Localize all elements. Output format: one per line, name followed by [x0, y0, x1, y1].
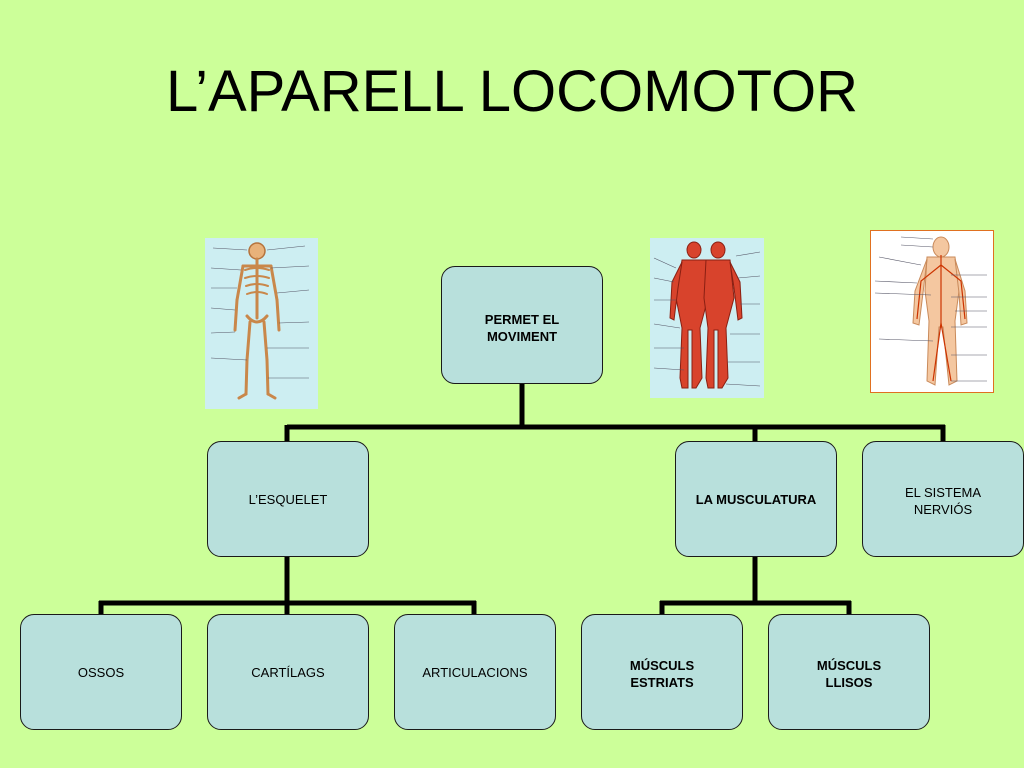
muscle-chart-image: [650, 238, 764, 398]
node-cartilags-label: CARTÍLAGS: [251, 664, 325, 680]
node-musculatura-label: LA MUSCULATURA: [695, 491, 817, 507]
node-musculatura: LA MUSCULATURA: [675, 441, 837, 557]
slide-title: L’APARELL LOCOMOTOR: [166, 59, 858, 124]
node-articulacions: ARTICULACIONS: [394, 614, 556, 730]
node-cartilags: CARTÍLAGS: [207, 614, 369, 730]
node-ossos-label: OSSOS: [77, 664, 125, 680]
nervous-system-chart-image: [870, 230, 994, 393]
node-estriats-label: MÚSCULS ESTRIATS: [629, 658, 695, 690]
node-articulacions-label: ARTICULACIONS: [422, 664, 528, 680]
node-root-label: PERMET EL MOVIMENT: [484, 312, 560, 344]
node-root: PERMET EL MOVIMENT: [441, 266, 603, 384]
node-nervios: EL SISTEMA NERVIÓS: [862, 441, 1024, 557]
skeleton-chart-image: [205, 238, 318, 409]
node-esquelet-label: L’ESQUELET: [248, 491, 328, 507]
node-nervios-label: EL SISTEMA NERVIÓS: [904, 485, 982, 517]
node-ossos: OSSOS: [20, 614, 182, 730]
node-llisos-label: MÚSCULS LLISOS: [816, 658, 882, 690]
node-esquelet: L’ESQUELET: [207, 441, 369, 557]
node-estriats: MÚSCULS ESTRIATS: [581, 614, 743, 730]
node-llisos: MÚSCULS LLISOS: [768, 614, 930, 730]
